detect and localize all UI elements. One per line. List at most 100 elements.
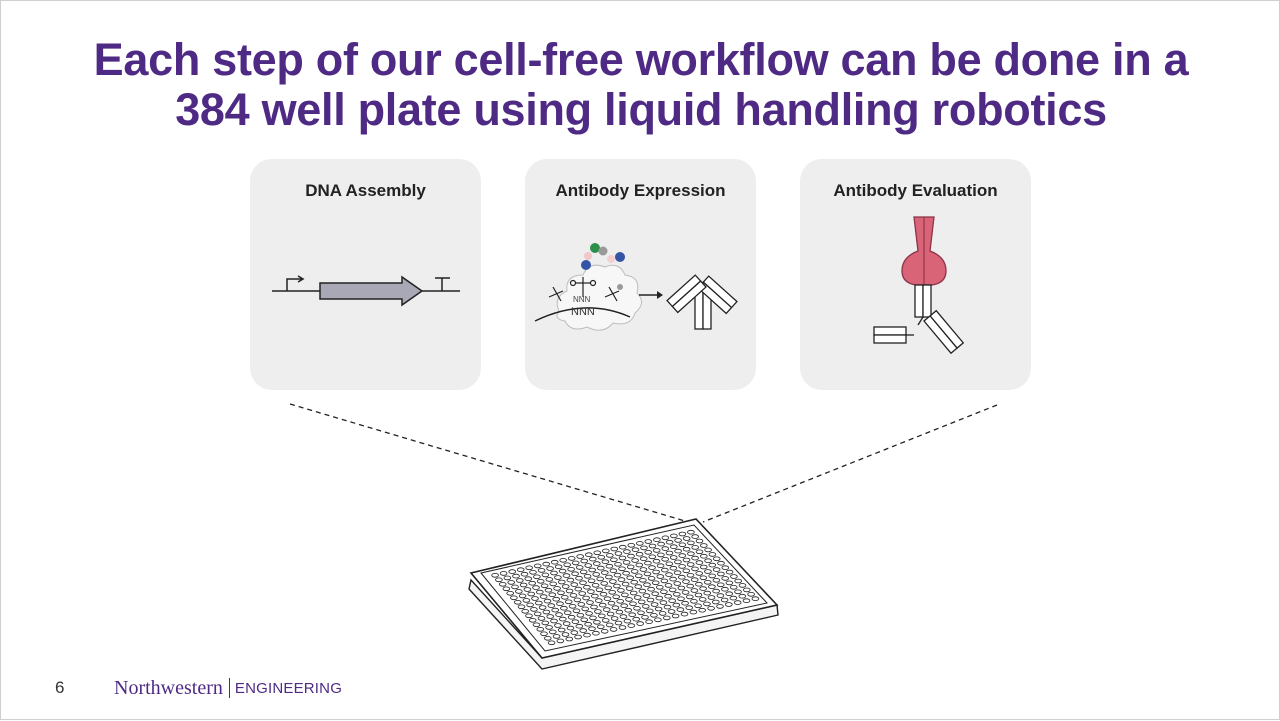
well: [518, 593, 527, 599]
well: [533, 563, 542, 569]
well: [674, 548, 682, 554]
well: [540, 631, 548, 637]
well: [642, 593, 651, 598]
well: [608, 589, 616, 595]
well: [716, 593, 725, 598]
well: [559, 557, 567, 563]
well: [491, 572, 499, 578]
well: [539, 594, 548, 599]
well: [575, 575, 583, 581]
well: [530, 607, 538, 612]
well: [533, 574, 541, 580]
well: [626, 564, 635, 570]
well: [648, 554, 657, 560]
well: [531, 596, 539, 601]
well: [596, 576, 604, 582]
well: [623, 549, 631, 554]
well: [519, 582, 528, 588]
well: [629, 601, 637, 607]
well: [668, 598, 676, 603]
well: [628, 612, 636, 617]
well: [567, 556, 576, 561]
well: [556, 638, 565, 644]
well: [565, 588, 574, 594]
well: [586, 600, 594, 605]
well: [543, 635, 552, 641]
well: [549, 581, 557, 587]
well: [499, 571, 508, 576]
panel-title: Antibody Evaluation: [833, 181, 998, 200]
well: [513, 599, 522, 605]
well: [536, 626, 545, 632]
well: [541, 620, 550, 626]
page-number: 6: [55, 678, 65, 697]
well: [626, 575, 634, 580]
well: [653, 537, 661, 542]
well: [733, 600, 742, 605]
well: [613, 572, 622, 578]
well: [561, 632, 570, 637]
well: [560, 594, 569, 600]
well: [598, 602, 607, 608]
panel-dna-assembly: DNA Assembly: [250, 159, 481, 390]
well: [600, 570, 609, 575]
well: [639, 556, 648, 561]
well: [665, 550, 674, 556]
well: [738, 593, 747, 599]
well: [537, 616, 546, 621]
well: [625, 597, 633, 602]
well: [557, 590, 565, 596]
well: [682, 568, 691, 574]
well: [587, 589, 595, 594]
slide-title: Each step of our cell-free workflow can …: [41, 35, 1241, 135]
well: [609, 568, 618, 573]
well: [614, 620, 623, 626]
well: [596, 565, 605, 571]
well: [573, 597, 582, 603]
well: [644, 560, 652, 566]
well: [751, 596, 760, 601]
well: [669, 565, 678, 571]
well: [601, 618, 610, 623]
well: [590, 593, 599, 599]
well: [562, 621, 571, 626]
well: [633, 605, 641, 611]
well: [552, 634, 561, 639]
well: [685, 605, 693, 610]
well: [725, 591, 733, 596]
well: [669, 555, 678, 560]
well: [618, 555, 627, 561]
well: [561, 584, 570, 589]
well: [629, 590, 638, 596]
northwestern-engineering-logo: Northwestern ENGINEERING: [114, 677, 342, 699]
well: [641, 614, 649, 620]
well: [703, 601, 711, 607]
well: [574, 586, 583, 592]
well: [595, 587, 604, 593]
well: [558, 568, 567, 574]
well: [562, 573, 571, 578]
well: [576, 612, 585, 618]
well: [695, 581, 703, 587]
well: [695, 571, 703, 576]
well: [564, 599, 573, 605]
well: [523, 587, 532, 592]
well: [620, 603, 628, 608]
well: [721, 576, 729, 581]
well: [677, 596, 685, 602]
well: [682, 546, 691, 552]
well: [557, 579, 566, 585]
well: [538, 605, 547, 610]
well: [536, 578, 545, 584]
well: [602, 607, 611, 612]
well: [738, 583, 747, 588]
well: [617, 588, 625, 593]
antigen-binding-icon: [873, 216, 965, 355]
well: [515, 578, 524, 583]
well: [694, 603, 702, 609]
well: [712, 588, 720, 594]
well: [588, 626, 596, 631]
well: [571, 619, 580, 624]
well: [495, 577, 503, 583]
